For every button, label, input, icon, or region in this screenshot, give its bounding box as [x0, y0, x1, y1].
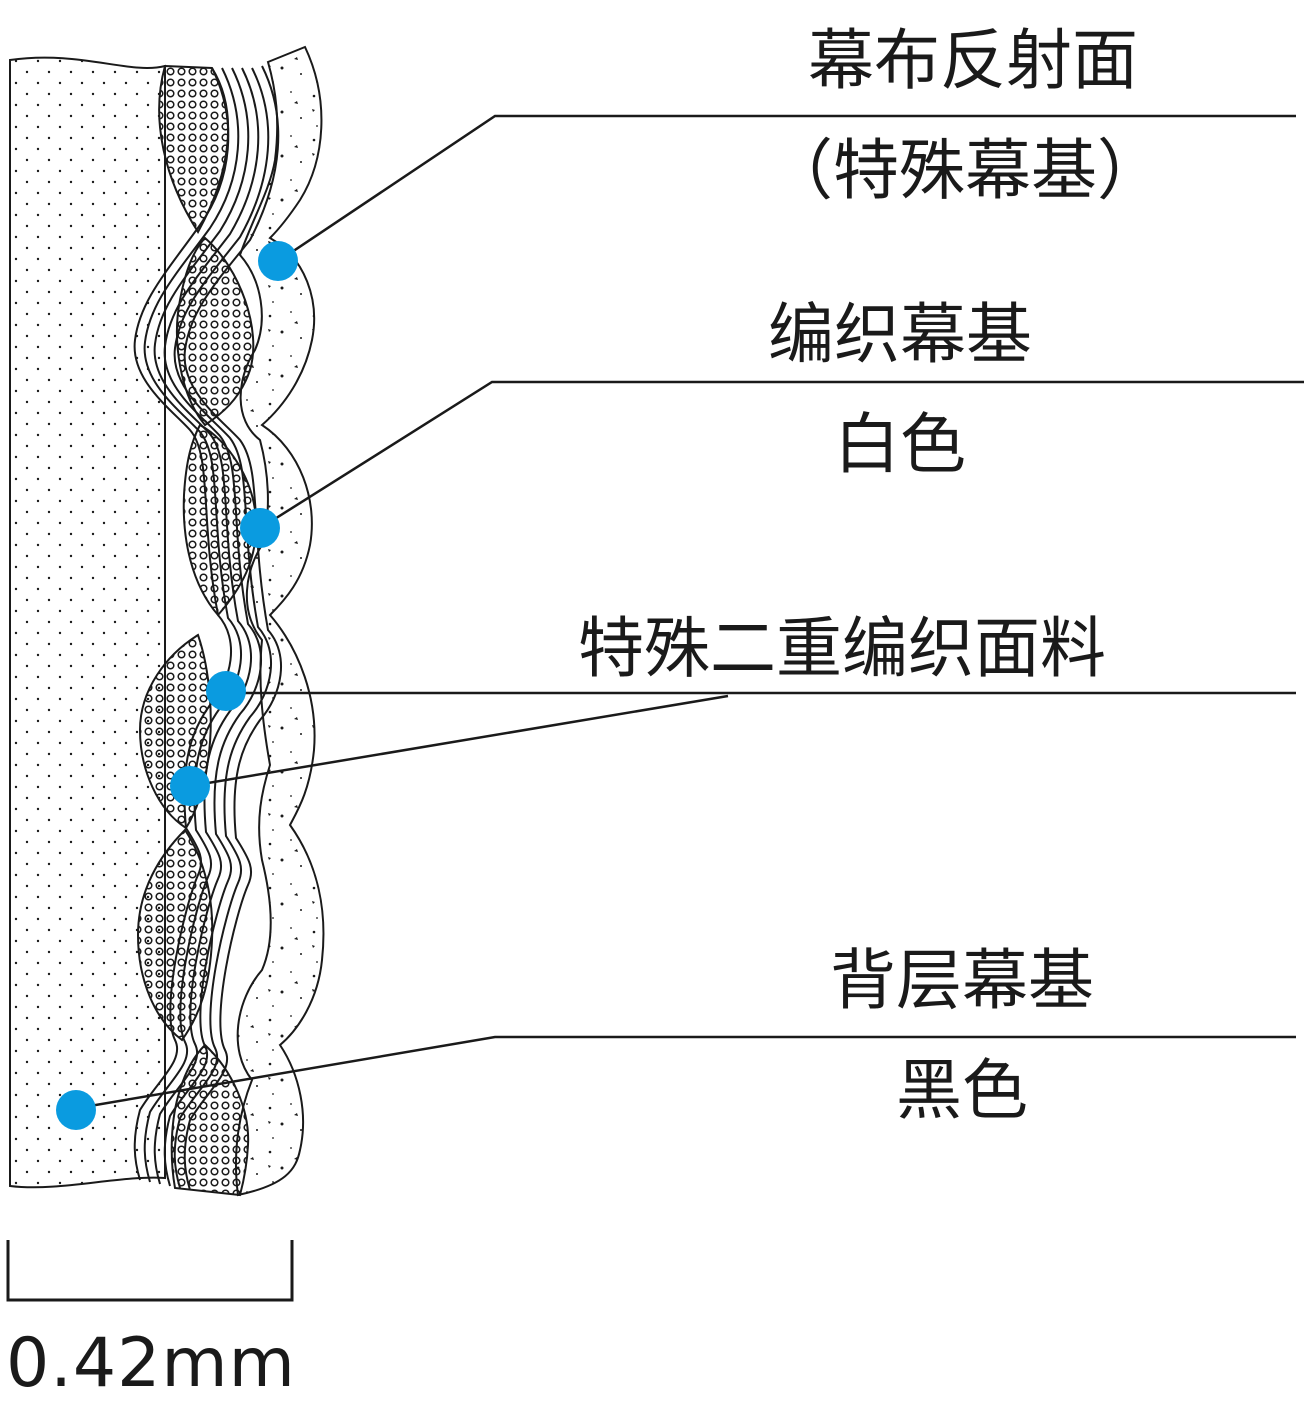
strand-6: [183, 65, 282, 1191]
callout-reflective-surface-title: 幕布反射面: [808, 22, 1138, 99]
scale-label: 0.42mm: [6, 1324, 296, 1403]
woven-fibers: [136, 64, 258, 1197]
woven-fiber-5: [136, 828, 214, 1042]
backing-layer: [9, 56, 166, 1189]
reflective-coating: [235, 45, 325, 1197]
leader-woven-base: [261, 380, 1304, 529]
leader-backing-base: [77, 1035, 1296, 1110]
marker-double-woven-upper[interactable]: [206, 671, 246, 711]
callout-woven-base-subtitle: 白色: [834, 406, 966, 483]
strand-4: [163, 67, 262, 1187]
leader-reflective-surface: [279, 114, 1296, 262]
callout-woven-base-title: 编织幕基: [768, 296, 1032, 373]
markers: [56, 241, 298, 1130]
marker-reflective-surface[interactable]: [258, 241, 298, 281]
callout-backing-base-subtitle: 黑色: [896, 1052, 1028, 1129]
marker-woven-base[interactable]: [240, 508, 280, 548]
woven-fiber-1: [158, 64, 230, 234]
marker-double-woven-lower[interactable]: [170, 766, 210, 806]
callout-backing-base-title: 背层幕基: [830, 942, 1094, 1019]
leader-lines: [77, 114, 1304, 1110]
callout-reflective-surface-subtitle: （特殊幕基）: [767, 132, 1163, 209]
marker-backing-base[interactable]: [56, 1090, 96, 1130]
scale-bracket: [6, 1240, 294, 1302]
woven-fiber-2: [176, 236, 255, 427]
strand-5: [173, 67, 272, 1189]
callout-double-woven-fabric-title: 特殊二重编织面料: [578, 610, 1106, 687]
strand-3: [153, 67, 252, 1185]
leader-double-woven-lower: [189, 694, 729, 788]
